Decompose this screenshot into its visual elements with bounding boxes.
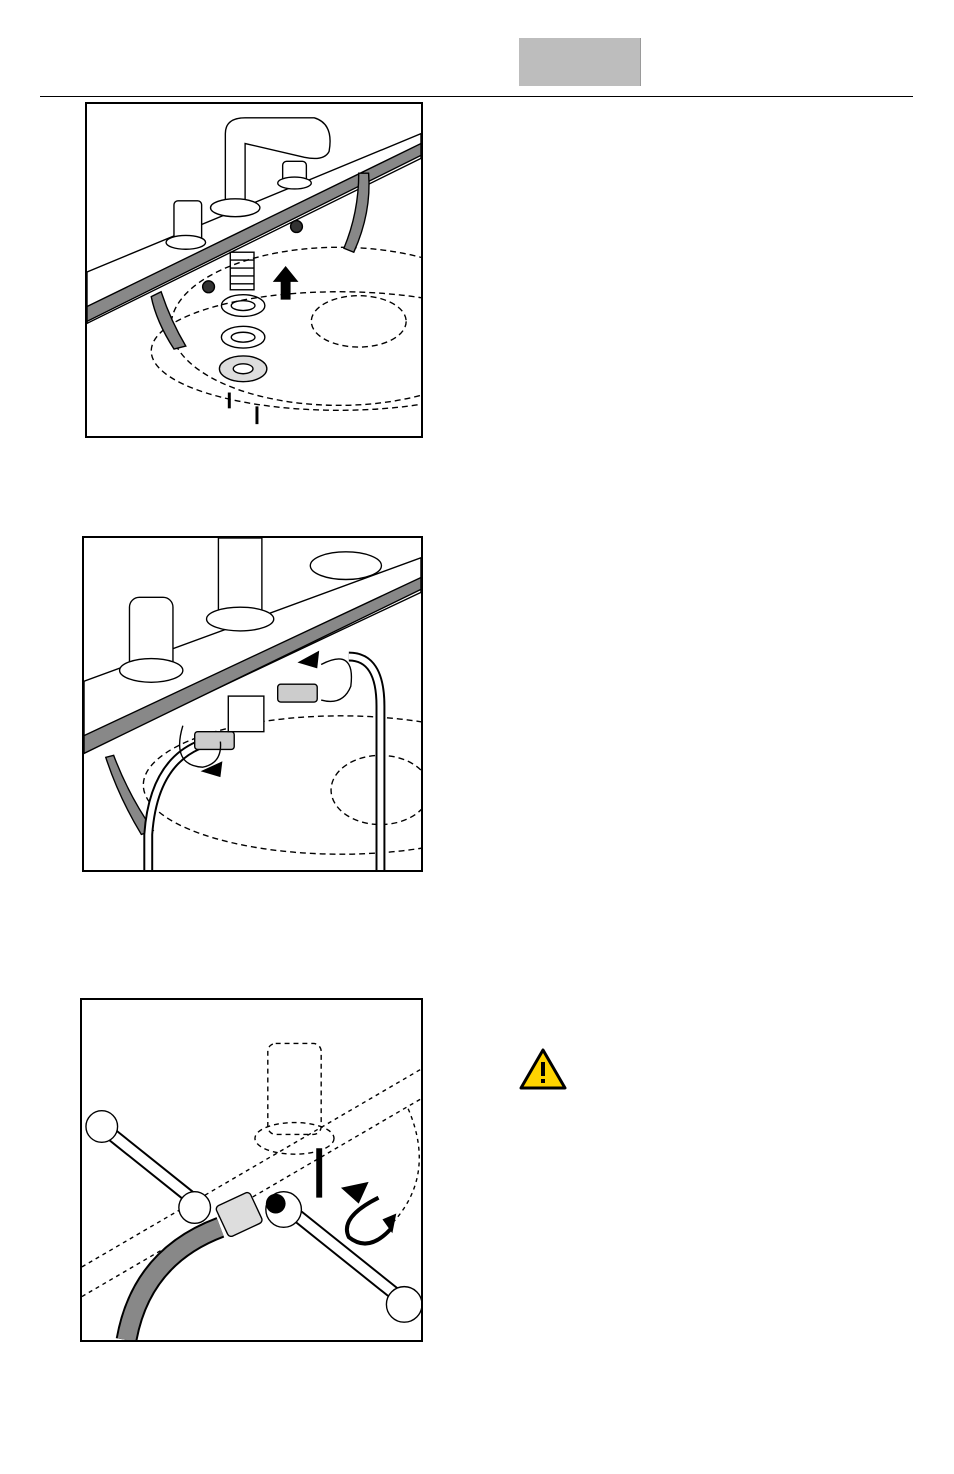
figure-3-tighten-with-wrenches (80, 998, 423, 1342)
faucet-install-gaskets-icon (87, 104, 421, 436)
faucet-tighten-nut-wrench-icon (82, 1000, 421, 1340)
figure-1-spout-gaskets (85, 102, 423, 438)
caution-triangle-icon (519, 1048, 567, 1090)
header-section-tab (519, 38, 641, 86)
figure-2-connect-hoses (82, 536, 423, 872)
header-divider (40, 96, 913, 97)
faucet-connect-hoses-icon (84, 538, 421, 870)
